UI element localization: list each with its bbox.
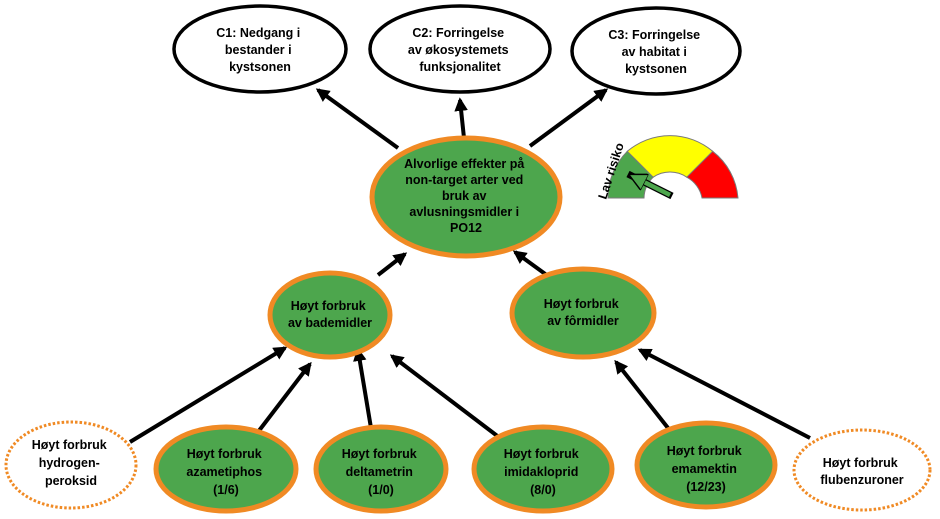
risk-gauge: Lav risiko xyxy=(596,135,739,201)
arrow-deltametrin-to-bademidler xyxy=(353,347,373,429)
central-node: Alvorlige effekter på non-target arter v… xyxy=(369,135,563,259)
bottom-node-hydrogenperoksid: Høyt forbruk hydrogen- peroksid xyxy=(4,420,138,510)
svg-text:C2: Forringelse av økosy: C2: Forringelse av økosystemets funksjon… xyxy=(408,26,512,74)
gauge-needle-arrow-fill xyxy=(632,176,672,198)
bottom-node-azametiphos: Høyt forbruk azametiphos (1/6) xyxy=(153,424,299,514)
svg-text:Høyt forbruk deltametrin: Høyt forbruk deltametrin (1/0) xyxy=(342,447,420,497)
consequence-node-c1: C1: Nedgang i bestander i kystsonen xyxy=(172,4,348,94)
bottom-node-deltametrin: Høyt forbruk deltametrin (1/0) xyxy=(313,424,449,514)
svg-text:Høyt forbruk azametiphos: Høyt forbruk azametiphos (1/6) xyxy=(186,447,265,497)
svg-text:Høyt forbruk imidaklopri: Høyt forbruk imidakloprid (8/0) xyxy=(504,447,582,497)
arrow-emamektin-to-formidler xyxy=(614,359,670,430)
arrow-bademidler-to-central xyxy=(376,252,408,277)
middle-node-formidler: Høyt forbruk av fôrmidler xyxy=(509,266,657,360)
arrow-formidler-to-central xyxy=(512,250,550,278)
svg-text:C3: Forringelse av habit: C3: Forringelse av habitat i kystsonen xyxy=(608,28,703,76)
middle-node-bademidler: Høyt forbruk av bademidler xyxy=(267,270,393,360)
svg-text:Alvorlige effekter på no: Alvorlige effekter på non-target arter v… xyxy=(404,157,528,235)
arrow-imidakloprid-to-bademidler xyxy=(389,354,502,440)
svg-text:C1: Nedgang i bestander: C1: Nedgang i bestander i kystsonen xyxy=(216,26,304,74)
svg-text:Høyt forbruk hydrogen-: Høyt forbruk hydrogen- peroksid xyxy=(32,438,110,488)
consequence-node-c3: C3: Forringelse av habitat i kystsonen xyxy=(570,6,742,96)
svg-text:Høyt forbruk av fôrmidle: Høyt forbruk av fôrmidler xyxy=(544,297,622,328)
arrow-central-to-c3 xyxy=(528,88,609,148)
svg-text:Høyt forbruk emamektin: Høyt forbruk emamektin (12/23) xyxy=(667,444,745,494)
arrow-hydrogenperoksid-to-bademidler xyxy=(128,346,288,444)
bottom-node-flubenzuroner: Høyt forbruk flubenzuroner xyxy=(792,428,932,512)
arrow-flubenzuroner-to-formidler xyxy=(637,348,811,440)
bottom-node-imidakloprid: Høyt forbruk imidakloprid (8/0) xyxy=(471,424,615,514)
arrows xyxy=(128,88,811,444)
arrow-central-to-c1 xyxy=(315,88,400,150)
arrow-central-to-c2 xyxy=(454,97,468,139)
svg-text:Høyt forbruk av bademidl: Høyt forbruk av bademidler xyxy=(288,299,372,330)
svg-text:Høyt forbruk flubenzuron: Høyt forbruk flubenzuroner xyxy=(820,456,903,487)
arrow-azametiphos-to-bademidler xyxy=(256,361,312,434)
bottom-node-emamektin: Høyt forbruk emamektin (12/23) xyxy=(634,420,778,510)
gauge-segment-medium xyxy=(626,135,714,178)
gauge-segment-high xyxy=(685,150,739,199)
consequence-node-c2: C2: Forringelse av økosystemets funksjon… xyxy=(368,4,552,94)
